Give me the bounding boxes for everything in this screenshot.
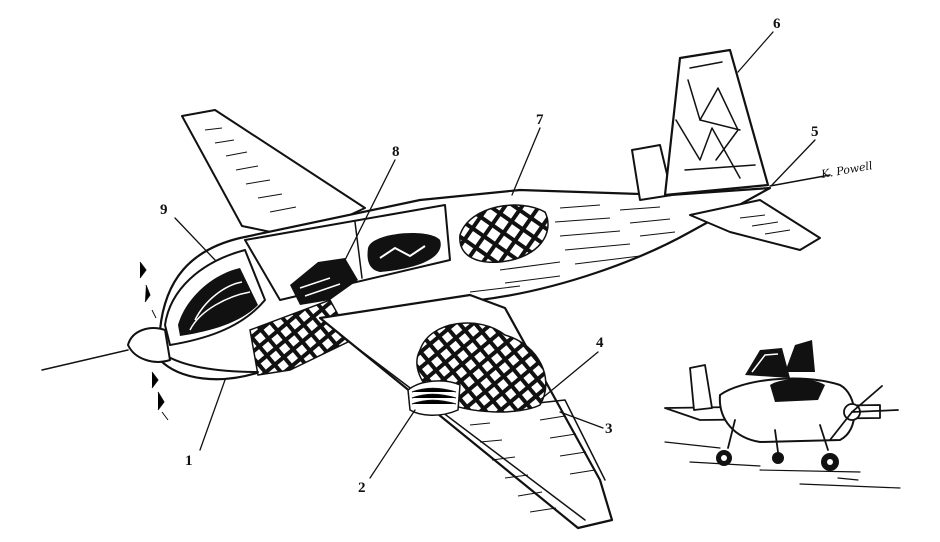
main-aircraft bbox=[41, 48, 831, 530]
fuselage bbox=[158, 186, 772, 381]
callout-numbers: 1 2 3 4 5 6 7 8 9 bbox=[160, 16, 819, 496]
callout-9: 9 bbox=[160, 202, 168, 218]
callout-2: 2 bbox=[358, 480, 366, 496]
propeller-spinner bbox=[41, 261, 171, 421]
callout-5: 5 bbox=[811, 124, 819, 140]
fuselage-lattice-panel bbox=[459, 204, 549, 264]
callout-8: 8 bbox=[392, 144, 400, 160]
right-wing bbox=[318, 293, 614, 530]
vertical-stabilizer bbox=[663, 48, 770, 197]
callout-7: 7 bbox=[536, 112, 544, 128]
callout-3: 3 bbox=[605, 421, 613, 437]
artist-signature: K. Powell bbox=[819, 159, 874, 181]
horizontal-stabilizer bbox=[689, 199, 821, 251]
callout-leaders bbox=[174, 31, 816, 479]
callout-1: 1 bbox=[185, 453, 193, 469]
inset-wheel-nose bbox=[772, 452, 784, 464]
cockpit-seat bbox=[290, 258, 358, 305]
callout-6: 6 bbox=[773, 16, 781, 32]
callout-4: 4 bbox=[596, 335, 604, 351]
tail-assembly bbox=[631, 48, 831, 251]
wing-padding bbox=[407, 380, 461, 416]
inset-ground-view bbox=[664, 340, 901, 489]
